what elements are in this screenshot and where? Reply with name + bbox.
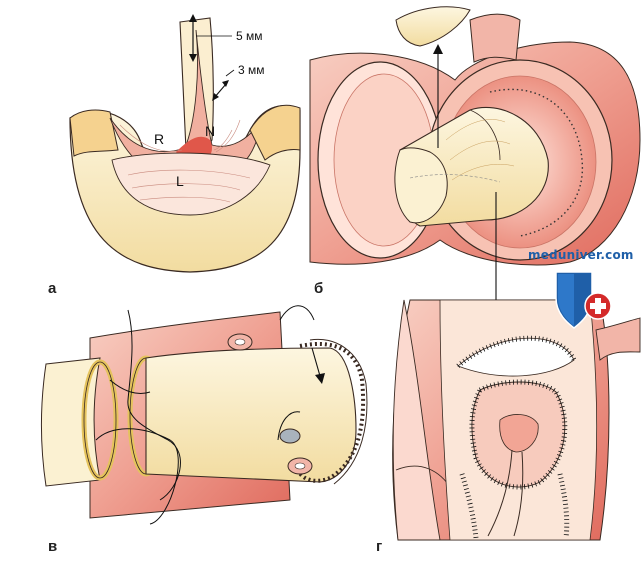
leaflet-l-label: L xyxy=(176,173,184,189)
panel-c-letter: в xyxy=(48,538,58,555)
panel-a-aortic-root: 5 мм 3 мм R N L xyxy=(69,14,301,273)
measure-5mm-label: 5 мм xyxy=(236,29,263,43)
panel-c-suturing xyxy=(41,305,368,525)
panel-b-graft-insertion xyxy=(309,6,641,328)
measure-3mm-label: 3 мм xyxy=(238,63,265,77)
panel-d-letter: г xyxy=(376,538,383,555)
leaflet-n-label: N xyxy=(205,123,215,139)
leaflet-r-label: R xyxy=(154,131,164,147)
panel-d-completed-repair xyxy=(392,299,641,541)
panel-b-letter: б xyxy=(314,280,324,297)
shield-cross-icon xyxy=(555,271,612,330)
panel-a-letter: а xyxy=(48,280,57,297)
watermark-text: meduniver.com xyxy=(528,248,634,262)
